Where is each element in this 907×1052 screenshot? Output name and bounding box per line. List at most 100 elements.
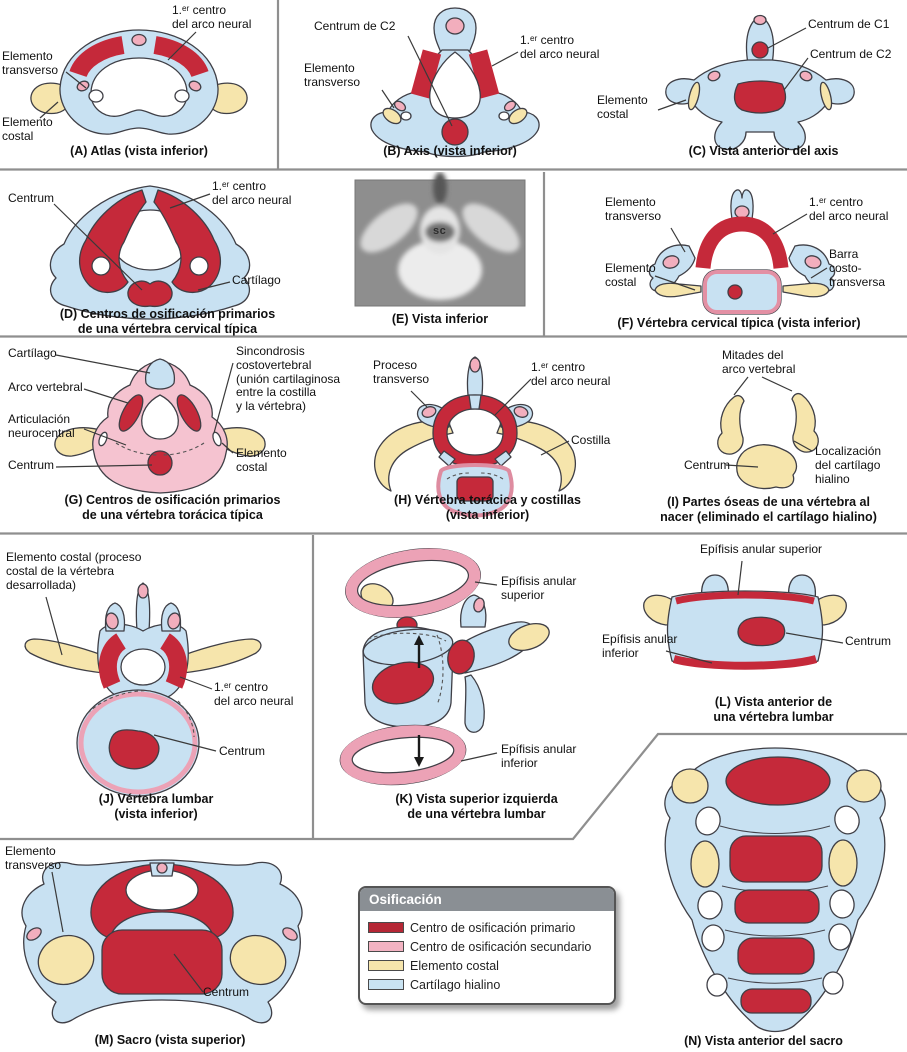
label-centrum: Centrum	[845, 634, 892, 648]
costal-element-left	[37, 934, 95, 986]
panel-j-caption: (J) Vértebra lumbar (vista inferior)	[98, 792, 214, 822]
axis-inferior-illustration	[370, 7, 540, 158]
panel-h-caption: (H) Vértebra torácica y costillas (vista…	[394, 493, 581, 523]
legend-swatch-primary	[368, 922, 404, 933]
label-costal-element: Elemento costal (proceso costal de la vé…	[6, 550, 142, 592]
panel-l-lumbar-anterior: Epífisis anular superior Epífisis anular…	[602, 535, 907, 733]
atlas-illustration	[30, 29, 248, 135]
label-superior-epiphysis: Epífisis anular superior	[501, 574, 577, 602]
label-centrum: Centrum	[219, 744, 266, 758]
label-costotransverse-bar: Barra costo- transversa	[829, 247, 886, 289]
centrum	[727, 284, 743, 300]
bony-parts-illustration	[717, 376, 819, 490]
neural-arch-center	[695, 216, 789, 270]
label-transverse-element: Elemento transverso	[304, 61, 361, 89]
label-superior-epiphysis: Epífisis anular superior	[700, 542, 823, 556]
legend-body: Centro de osificación primario Centro de…	[360, 911, 614, 1003]
legend-label-costal: Elemento costal	[410, 958, 499, 973]
label-costal-element: Elemento costal	[2, 115, 53, 143]
label-neural-arch-center: 1.ᵉʳ centro del arco neural	[809, 195, 889, 223]
legend-ossification: Osificación Centro de osificación primar…	[358, 886, 616, 1005]
label-neural-arch-center: 1.ᵉʳ centro del arco neural	[520, 33, 600, 61]
panel-n-sacrum-anterior: (N) Vista anterior del sacro	[620, 740, 907, 1052]
centrum-c1	[751, 41, 769, 59]
inferior-annular-epiphysis	[339, 724, 467, 786]
label-costal-element: Elemento costal	[597, 93, 648, 121]
panel-h-thoracic-ribs: Proceso transverso 1.ᵉʳ centro del arco …	[345, 339, 630, 533]
centrum-c2	[441, 118, 469, 146]
label-costal-element: Elemento costal	[605, 261, 656, 289]
thoracic-primary-centers-illustration	[54, 354, 266, 494]
costotransverse-bar-left	[654, 282, 702, 298]
leader-lines	[410, 378, 570, 456]
secondary-center	[131, 33, 147, 47]
costal-process-right	[181, 638, 262, 674]
panel-e-caption: (E) Vista inferior	[391, 312, 489, 326]
panel-m-sacrum-superior: Elemento transverso Centrum (M) Sacro (v…	[0, 842, 340, 1052]
primary-ossification-arcs	[69, 36, 209, 78]
label-centrum: Centrum	[8, 191, 55, 205]
panel-f-caption: (F) Vértebra cervical típica (vista infe…	[617, 316, 861, 330]
leader-lines	[45, 596, 217, 752]
panel-b-axis: Centrum de C2 1.ᵉʳ centro del arco neura…	[280, 0, 620, 169]
centrum	[147, 450, 173, 476]
label-costovertebral-synchondrosis: Sincondrosis costovertebral (unión carti…	[236, 344, 341, 414]
legend-item-secondary: Centro de osificación secundario	[368, 937, 606, 956]
legend-swatch-costal	[368, 960, 404, 971]
leader-lines	[725, 376, 813, 468]
panel-f-typical-cervical: Elemento transverso 1.ᵉʳ centro del arco…	[543, 172, 907, 337]
ring-epiphysis	[78, 691, 198, 795]
ct-scan-image	[354, 172, 526, 307]
label-transverse-element: Elemento transverso	[5, 844, 62, 872]
leader-lines	[381, 35, 519, 127]
centrum	[127, 280, 173, 308]
lumbar-inferior-illustration	[24, 582, 262, 797]
neural-arch-center-left	[98, 633, 127, 689]
label-neural-arch-center: 1.ᵉʳ centro del arco neural	[214, 680, 294, 708]
legend-item-hyaline: Cartílago hialino	[368, 975, 606, 994]
label-arch-halves: Mitades del arco vertebral	[722, 348, 796, 376]
leader-lines	[657, 27, 809, 111]
sacral-foramina	[695, 805, 860, 997]
label-costal-element: Elemento costal	[236, 446, 287, 474]
legend-title: Osificación	[360, 888, 614, 911]
label-transverse-element: Elemento transverso	[2, 49, 59, 77]
panel-b-caption: (B) Axis (vista inferior)	[383, 144, 517, 158]
panel-d-cervical-primary-centers: Centrum 1.ᵉʳ centro del arco neural Cart…	[0, 172, 335, 337]
label-vertebral-arch: Arco vertebral	[8, 380, 83, 394]
neural-arch-center-right	[159, 633, 188, 689]
centrum	[108, 729, 160, 770]
label-rib: Costilla	[571, 433, 611, 447]
leader-lines	[665, 560, 844, 664]
inferior-epiphysis	[672, 655, 818, 670]
costal-process-left	[24, 638, 105, 674]
costal-element-right	[229, 934, 287, 986]
label-centrum: Centrum	[684, 458, 731, 472]
label-neural-arch-center: 1.ᵉʳ centro del arco neural	[172, 3, 252, 31]
panel-a-atlas: 1.ᵉʳ centro del arco neural Elemento tra…	[0, 0, 278, 169]
superior-epiphysis	[675, 591, 815, 605]
leader-lines	[654, 213, 828, 291]
panel-c-caption: (C) Vista anterior del axis	[688, 144, 839, 158]
lumbar-anterior-illustration	[643, 560, 847, 670]
axis-anterior-illustration	[657, 14, 855, 151]
panel-g-thoracic-primary-centers: Cartílago Arco vertebral Articulación ne…	[0, 339, 345, 533]
cervical-primary-centers-illustration	[49, 185, 251, 320]
panel-n-caption: (N) Vista anterior del sacro	[684, 1034, 843, 1048]
arch-ossification-right	[176, 394, 202, 432]
label-centrum-c2: Centrum de C2	[810, 47, 892, 61]
growth-arrows	[414, 635, 424, 767]
panel-g-caption: (G) Centros de osificación primarios de …	[64, 493, 281, 523]
label-inferior-epiphysis: Epífisis anular inferior	[602, 632, 678, 660]
label-spinal-cord: sc	[433, 225, 447, 237]
label-centrum: Centrum	[203, 985, 250, 999]
panel-m-caption: (M) Sacro (vista superior)	[94, 1033, 246, 1047]
sacral-centra	[725, 756, 831, 1014]
label-hyaline-location: Localización del cartílago hialino	[815, 444, 882, 486]
sacrum-superior-illustration	[21, 859, 303, 1024]
arch-ossification-left	[118, 394, 144, 432]
panel-a-caption: (A) Atlas (vista inferior)	[70, 144, 208, 158]
sacrum-anterior-illustration	[664, 747, 886, 1033]
leader-lines	[460, 581, 498, 762]
